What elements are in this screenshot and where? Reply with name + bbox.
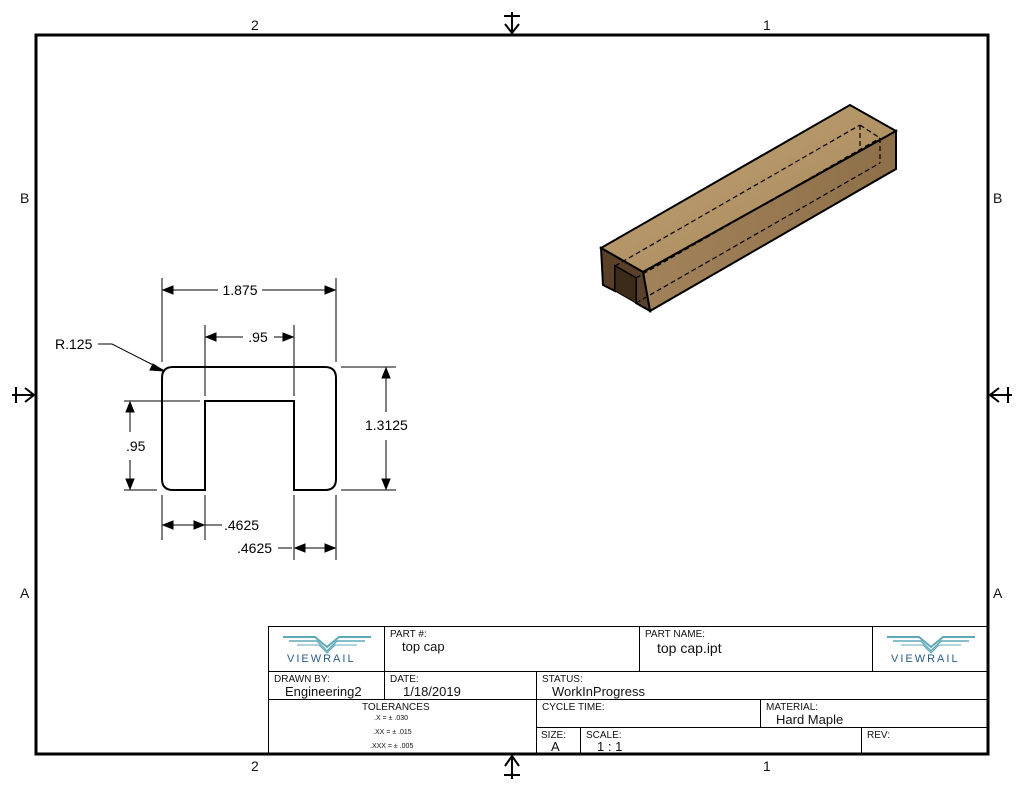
dimension-lines bbox=[98, 278, 396, 560]
zone-label-left-a: A bbox=[20, 585, 30, 601]
scale-value: 1 : 1 bbox=[597, 739, 623, 754]
part-number-value: top cap bbox=[402, 639, 445, 654]
dim-right-leg: .4625 bbox=[237, 540, 272, 556]
rev-cell: REV: bbox=[861, 727, 988, 754]
part-name-cell: PART NAME: top cap.ipt bbox=[639, 626, 873, 672]
material-value: Hard Maple bbox=[776, 712, 844, 727]
center-arrow-bottom bbox=[504, 754, 520, 779]
scale-label: SCALE: bbox=[586, 730, 622, 741]
drawn-by-cell: DRAWN BY: Engineering2 bbox=[268, 671, 385, 700]
logo-cell-right: VIEWRAIL bbox=[872, 626, 988, 672]
part-number-cell: PART #: top cap bbox=[384, 626, 640, 672]
zone-label-left-b: B bbox=[20, 190, 30, 206]
logo-cell-left: VIEWRAIL bbox=[268, 626, 385, 672]
status-value: WorkInProgress bbox=[552, 684, 645, 699]
center-arrow-right bbox=[988, 387, 1012, 403]
viewrail-logo-icon bbox=[283, 636, 371, 654]
dim-left-leg: .4625 bbox=[224, 517, 259, 533]
material-cell: MATERIAL: Hard Maple bbox=[760, 699, 988, 728]
scale-cell: SCALE: 1 : 1 bbox=[580, 727, 862, 754]
dim-height: 1.3125 bbox=[365, 417, 408, 433]
center-arrow-left bbox=[12, 387, 36, 403]
tolerances-label: TOLERANCES bbox=[362, 702, 430, 713]
rev-label: REV: bbox=[867, 730, 890, 741]
size-value: A bbox=[551, 739, 560, 754]
front-view-profile bbox=[161, 366, 337, 491]
dim-slot-depth: .95 bbox=[126, 438, 146, 454]
logo-text-right: VIEWRAIL bbox=[891, 653, 960, 665]
dim-slot-width: .95 bbox=[248, 329, 268, 345]
title-block: VIEWRAIL PART #: top cap PART NAME: top … bbox=[268, 626, 988, 754]
part-number-label: PART #: bbox=[390, 629, 427, 640]
size-label: SIZE: bbox=[541, 730, 567, 741]
zone-label-bottom-2: 2 bbox=[251, 758, 259, 774]
date-value: 1/18/2019 bbox=[403, 684, 461, 699]
zone-label-bottom-1: 1 bbox=[763, 758, 771, 774]
status-cell: STATUS: WorkInProgress bbox=[536, 671, 988, 700]
tolerance-xx: .XX = ± .015 bbox=[373, 729, 412, 736]
viewrail-logo-icon bbox=[887, 636, 975, 654]
status-label: STATUS: bbox=[542, 674, 583, 685]
size-cell: SIZE: A bbox=[536, 727, 581, 754]
material-label: MATERIAL: bbox=[766, 702, 819, 713]
drawn-by-label: DRAWN BY: bbox=[274, 674, 330, 685]
isometric-part-view bbox=[598, 103, 899, 313]
zone-label-right-b: B bbox=[993, 190, 1003, 206]
tolerance-x: .X = ± .030 bbox=[374, 715, 409, 722]
dim-overall-width: 1.875 bbox=[222, 282, 257, 298]
part-name-label: PART NAME: bbox=[645, 629, 706, 640]
drawn-by-value: Engineering2 bbox=[285, 684, 362, 699]
cycle-time-cell: CYCLE TIME: bbox=[536, 699, 761, 728]
tolerances-cell: TOLERANCES .X = ± .030 .XX = ± .015 .XXX… bbox=[268, 699, 537, 754]
dim-radius: R.125 bbox=[55, 336, 93, 352]
tolerance-xxx: .XXX = ± .005 bbox=[370, 743, 414, 750]
date-label: DATE: bbox=[390, 674, 419, 685]
cycle-time-label: CYCLE TIME: bbox=[542, 702, 605, 713]
zone-label-top-2: 2 bbox=[251, 17, 259, 33]
zone-label-right-a: A bbox=[993, 585, 1003, 601]
part-name-value: top cap.ipt bbox=[657, 640, 722, 656]
logo-text-left: VIEWRAIL bbox=[287, 653, 356, 665]
zone-label-top-1: 1 bbox=[763, 17, 771, 33]
date-cell: DATE: 1/18/2019 bbox=[384, 671, 537, 700]
center-arrow-top bbox=[504, 12, 520, 35]
